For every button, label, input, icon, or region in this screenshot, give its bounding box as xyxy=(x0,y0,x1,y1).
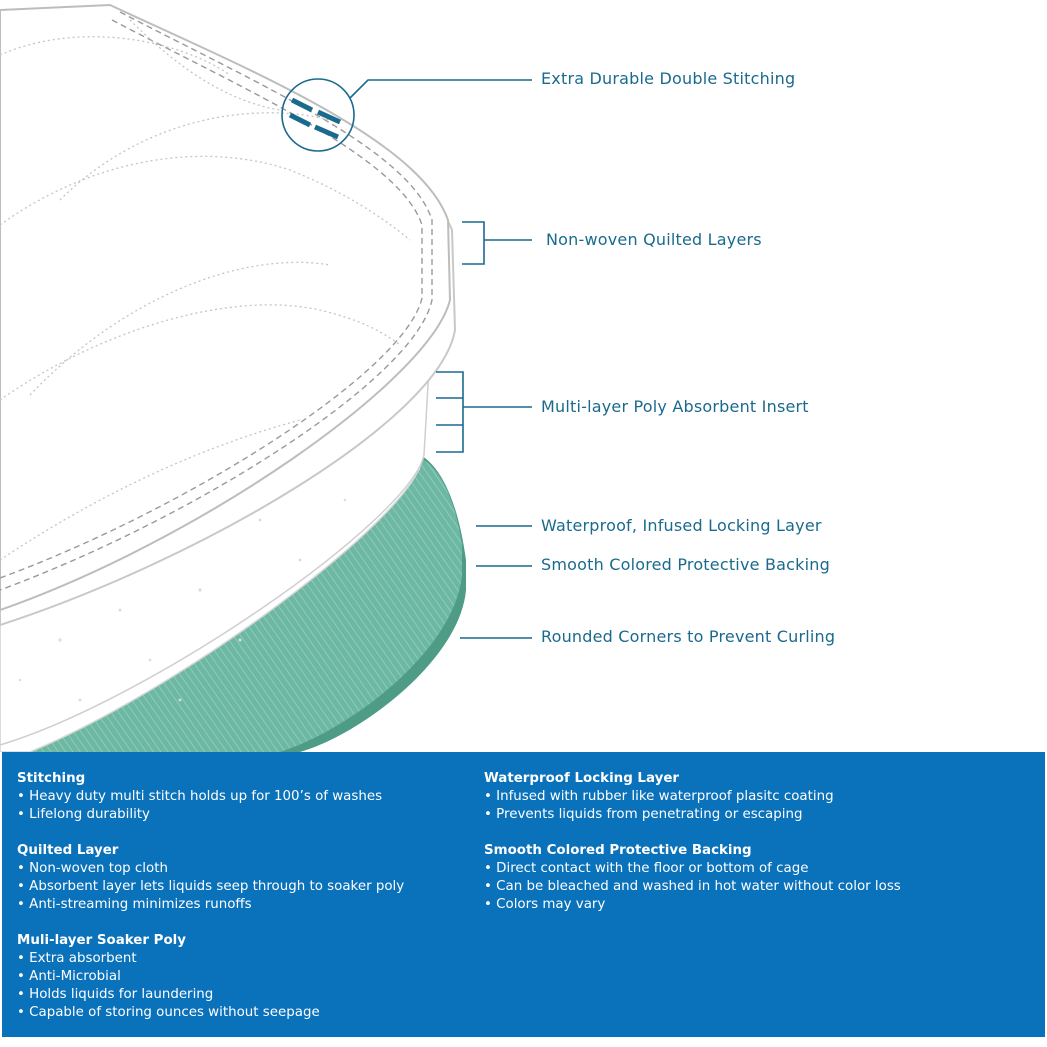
quilted-bracket xyxy=(462,221,485,265)
details-right-column: Waterproof Locking Layer Infused with ru… xyxy=(484,770,901,932)
list-item: Extra absorbent xyxy=(17,950,404,968)
locking-layer-section: Waterproof Locking Layer Infused with ru… xyxy=(484,770,901,824)
list-item: Prevents liquids from penetrating or esc… xyxy=(484,806,901,824)
list-item: Infused with rubber like waterproof plas… xyxy=(484,788,901,806)
list-item: Lifelong durability xyxy=(17,806,404,824)
section-title: Muli-layer Soaker Poly xyxy=(17,933,186,948)
list-item: Colors may vary xyxy=(484,896,901,914)
leader-lines xyxy=(281,78,532,639)
section-title: Stitching xyxy=(17,771,86,786)
callout-stitching: Extra Durable Double Stitching xyxy=(541,69,796,88)
list-item: Absorbent layer lets liquids seep throug… xyxy=(17,878,404,896)
callout-locking-layer: Waterproof, Infused Locking Layer xyxy=(541,516,822,535)
list-item: Non-woven top cloth xyxy=(17,860,404,878)
pad-layers-diagram: Extra Durable Double Stitching Non-woven… xyxy=(0,3,836,752)
callout-absorbent-insert: Multi-layer Poly Absorbent Insert xyxy=(541,397,809,416)
list-item: Direct contact with the floor or bottom … xyxy=(484,860,901,878)
absorbent-bracket xyxy=(436,371,464,453)
section-title: Waterproof Locking Layer xyxy=(484,771,680,786)
quilted-layer-section: Quilted Layer Non-woven top cloth Absorb… xyxy=(17,842,404,914)
stitch-line-outer xyxy=(0,11,433,591)
feature-details-panel: Stitching Heavy duty multi stitch holds … xyxy=(2,752,1045,1037)
stitching-section: Stitching Heavy duty multi stitch holds … xyxy=(17,770,404,824)
callout-protective-backing: Smooth Colored Protective Backing xyxy=(541,555,830,574)
list-item: Capable of storing ounces without seepag… xyxy=(17,1004,404,1022)
section-title: Quilted Layer xyxy=(17,843,119,858)
callout-rounded-corners: Rounded Corners to Prevent Curling xyxy=(541,627,836,646)
protective-backing-section: Smooth Colored Protective Backing Direct… xyxy=(484,842,901,914)
soaker-poly-section: Muli-layer Soaker Poly Extra absorbent A… xyxy=(17,932,404,1022)
stitching-leader xyxy=(349,79,532,99)
list-item: Anti-Microbial xyxy=(17,968,404,986)
callout-quilted-layers: Non-woven Quilted Layers xyxy=(546,230,762,249)
stitch-line-inner xyxy=(0,19,423,579)
quilting-pattern xyxy=(0,19,411,561)
details-left-column: Stitching Heavy duty multi stitch holds … xyxy=(17,770,404,1040)
list-item: Holds liquids for laundering xyxy=(17,986,404,1004)
list-item: Anti-streaming minimizes runoffs xyxy=(17,896,404,914)
list-item: Heavy duty multi stitch holds up for 100… xyxy=(17,788,404,806)
pad-illustration xyxy=(0,3,532,752)
stitching-magnifier-circle xyxy=(281,78,355,152)
section-title: Smooth Colored Protective Backing xyxy=(484,843,752,858)
list-item: Can be bleached and washed in hot water … xyxy=(484,878,901,896)
